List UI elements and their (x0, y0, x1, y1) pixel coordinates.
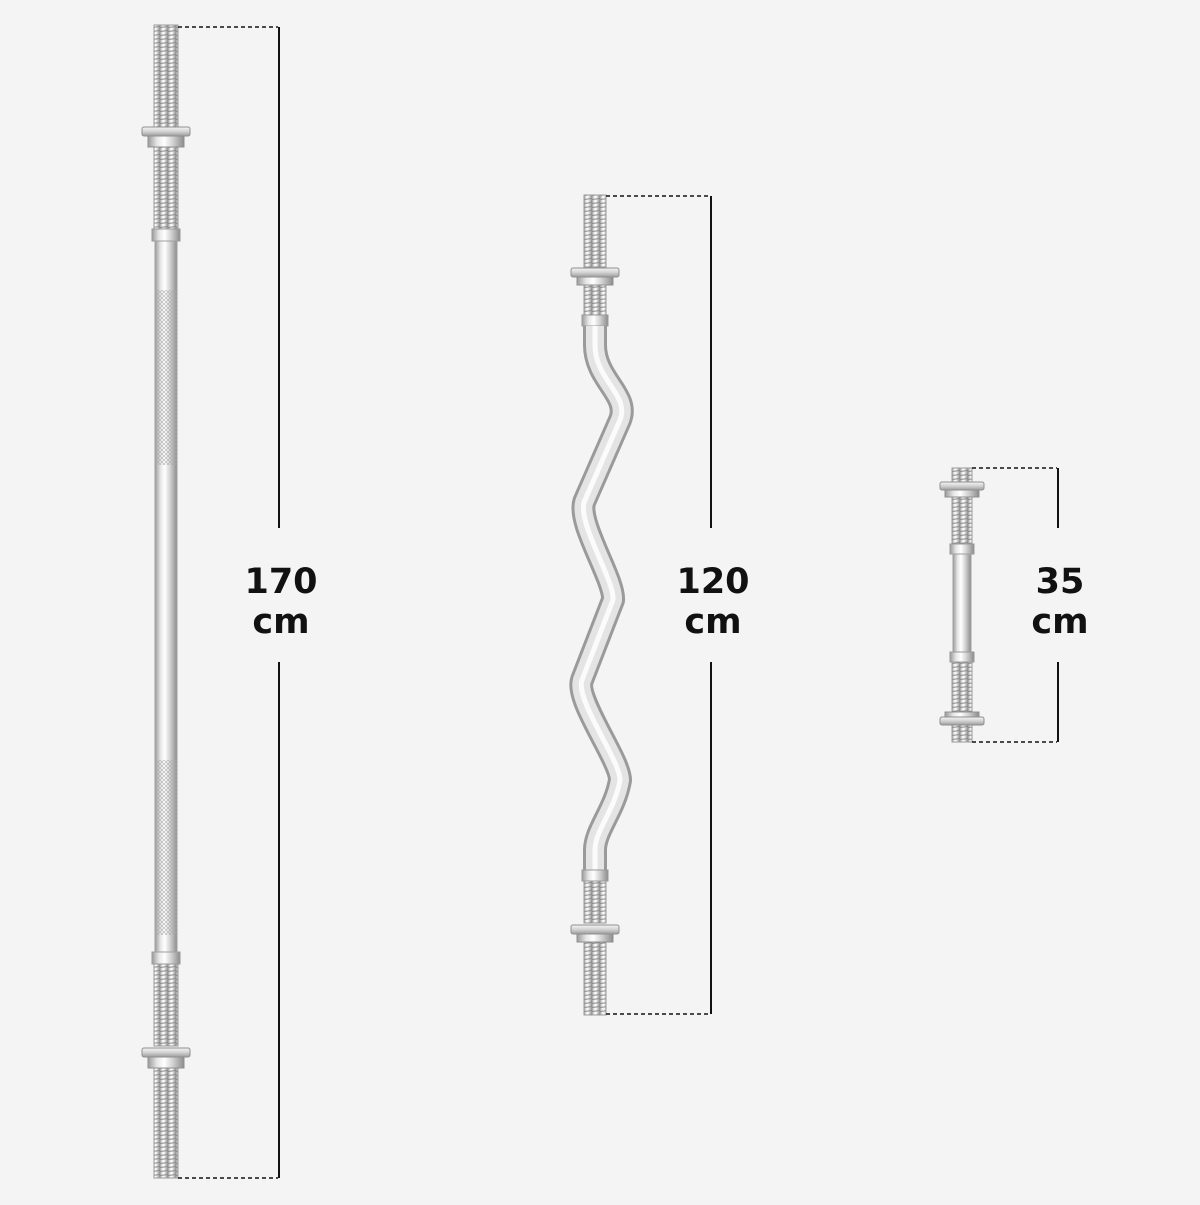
straight-bar-length-label: 170 cm (211, 562, 351, 642)
bottom-collar (141, 1047, 191, 1069)
top-collar (141, 126, 191, 148)
handle-bottom-collar (939, 711, 985, 726)
curl-bar-length-label: 120 cm (643, 562, 783, 642)
straight-bar-dimension (178, 26, 280, 1179)
dumbbell-handle-length-unit: cm (1031, 602, 1089, 642)
straight-bar-length-value: 170 (244, 562, 318, 602)
curl-bar-dimension (606, 195, 712, 1015)
curl-bar-length-unit: cm (684, 602, 742, 642)
straight-bar-illustration (141, 24, 191, 1179)
curl-bottom-collar (570, 924, 620, 943)
straight-bar-length-unit: cm (252, 602, 310, 642)
curl-bar-illustration (569, 194, 634, 1016)
handle-top-collar (939, 481, 985, 498)
curl-top-collar (570, 267, 620, 286)
curl-bar-length-value: 120 (676, 562, 750, 602)
dumbbell-handle-dimension (972, 467, 1059, 743)
dumbbell-handle-length-value: 35 (1035, 562, 1085, 602)
dumbbell-handle-length-label: 35 cm (990, 562, 1130, 642)
dumbbell-handle-illustration (939, 467, 985, 743)
